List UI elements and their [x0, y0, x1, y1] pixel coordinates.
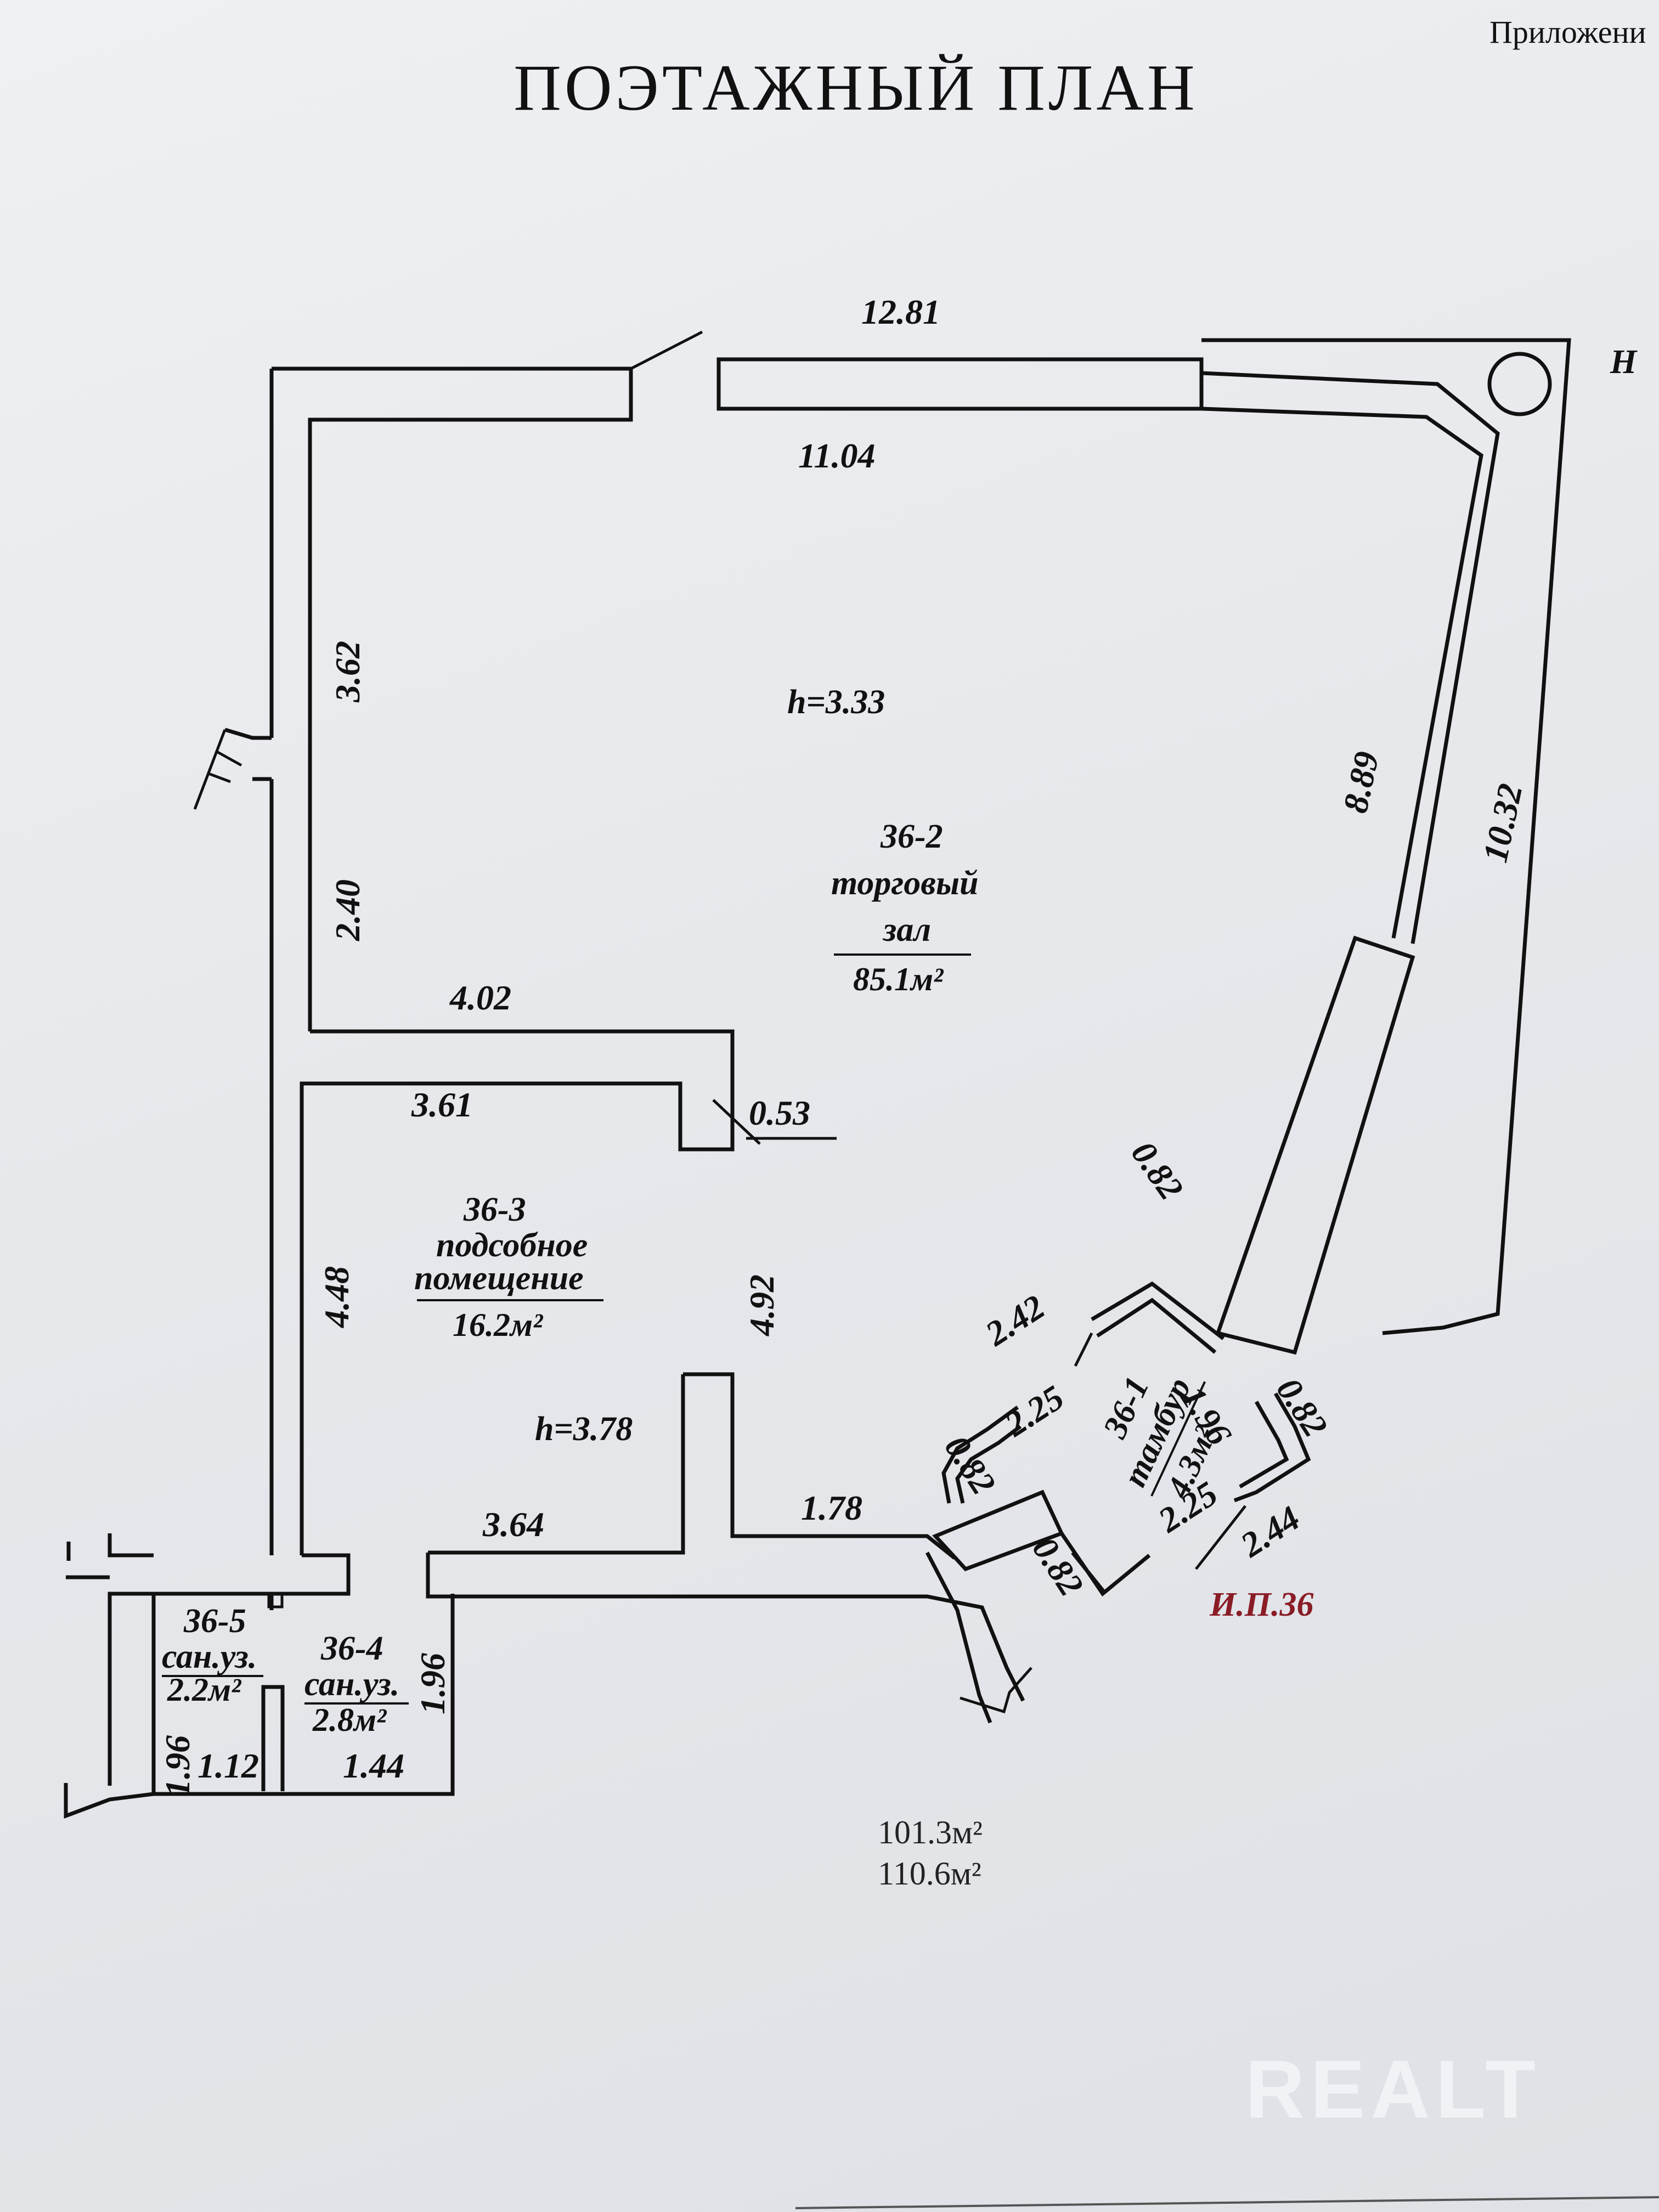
room-36-2-label: h=3.33 36-2 торговый зал 85.1м²: [787, 684, 979, 997]
partition-36-2-36-3: [300, 1029, 735, 1555]
room-36-3-label: 36-3 подсобное помещение 16.2м² h=3.78: [414, 1191, 633, 1448]
bathroom-bottom-wall: [154, 1594, 455, 1796]
dim-1-96-wc4: 1.96: [413, 1653, 452, 1714]
room-36-2-area: 85.1м²: [853, 961, 944, 997]
tambur-right-wall: [1233, 1392, 1311, 1503]
left-stair-lower: [64, 1783, 154, 1819]
right-wall-band: [1201, 407, 1483, 939]
bathroom-vent: [267, 1592, 284, 1609]
column-circle: [1487, 352, 1552, 416]
bottom-door-swing: [960, 1667, 1032, 1714]
bathroom-partition: [261, 1594, 285, 1791]
room-36-4-area: 2.8м²: [312, 1702, 387, 1738]
dim-0-82-bottom: 0.82: [1025, 1530, 1091, 1603]
dim-2-40: 2.40: [328, 879, 367, 941]
dim-4-02: 4.02: [449, 978, 511, 1017]
dim-3-64: 3.64: [482, 1505, 544, 1544]
room-36-4-id: 36-4: [320, 1630, 383, 1667]
dimensions: 12.81 11.04 3.62 2.40 4.02 3.61 0.53 4.4…: [158, 292, 1530, 1797]
room-36-3-pillar: [428, 1374, 685, 1555]
total-area-2: 110.6м²: [878, 1855, 981, 1892]
dim-8-89: 8.89: [1335, 748, 1386, 816]
dim-1-96-wc5: 1.96: [158, 1735, 197, 1797]
top-left-wall: [272, 366, 633, 779]
entrance-door-swing: [630, 330, 703, 370]
room-36-5-area: 2.2м²: [167, 1672, 242, 1708]
left-door-swing: [193, 729, 242, 810]
room-36-3-name-1: подсобное: [436, 1227, 588, 1264]
realt-watermark: REALT: [1245, 2043, 1541, 2135]
bottom-frame-line: [795, 2196, 1659, 2209]
tambur-left-wall: [941, 1406, 1019, 1504]
room-36-1-underline: [1150, 1381, 1206, 1497]
room-36-2-name-2: зал: [882, 911, 931, 949]
dim-4-92: 4.92: [742, 1274, 781, 1336]
room-36-3-id: 36-3: [463, 1191, 526, 1228]
room-36-5-name: сан.уз.: [162, 1638, 257, 1675]
left-door-notch: [224, 727, 272, 781]
room-36-3-lower-wall: [683, 1372, 956, 1560]
room-36-3-area: 16.2м²: [453, 1307, 544, 1343]
dim-0-82-mid: 0.82: [1124, 1134, 1191, 1206]
dim-3-61: 3.61: [411, 1085, 473, 1124]
bottom-wall: [426, 1553, 1025, 1702]
dim-1-12: 1.12: [198, 1746, 259, 1785]
dim-12-81: 12.81: [861, 292, 940, 331]
left-stair-notch: [66, 1533, 154, 1786]
corner-mark: H: [1610, 343, 1638, 381]
tambur-leader-bottom: [1195, 1505, 1246, 1570]
corner-note: Приложени: [1489, 14, 1646, 50]
room-36-5-id: 36-5: [183, 1602, 246, 1640]
dim-1-78: 1.78: [801, 1488, 862, 1527]
dim-0-82-right: 0.82: [1269, 1371, 1335, 1444]
room-36-2-height: h=3.33: [787, 684, 885, 721]
partition-dim-tick: [712, 1099, 761, 1145]
dim-1-44: 1.44: [343, 1746, 404, 1785]
page-title: ПОЭТАЖНЫЙ ПЛАН: [514, 51, 1198, 124]
walls: [64, 330, 1571, 1819]
dim-11-04: 11.04: [798, 436, 875, 475]
dim-0-53: 0.53: [749, 1093, 810, 1132]
dim-10-32: 10.32: [1475, 780, 1530, 866]
room-36-4-name: сан.уз.: [304, 1666, 399, 1703]
tambur-bottom-wall: [1060, 1532, 1151, 1597]
dim-2-42: 2.42: [978, 1287, 1051, 1353]
bottom-wall-outer: [925, 1551, 992, 1724]
dim-3-62: 3.62: [328, 641, 367, 703]
room-36-2-id: 36-2: [880, 818, 943, 855]
entrance-marker-label: И.П.36: [1209, 1586, 1313, 1623]
right-wall-lower: [1215, 935, 1415, 1355]
tambur-top-wall: [1091, 1281, 1225, 1354]
room-36-4-label: 36-4 сан.уз. 2.8м²: [304, 1630, 409, 1738]
right-wall-inner: [1201, 371, 1500, 944]
room-36-5-label: 36-5 сан.уз. 2.2м²: [162, 1602, 263, 1708]
bathroom-top-wall: [151, 1553, 351, 1794]
tambur-left-inner: [955, 1425, 1022, 1504]
right-wall-top: [1201, 338, 1571, 1335]
top-wall: [716, 357, 1204, 411]
tambur-leader-top: [1074, 1332, 1093, 1367]
room-36-2-name-1: торговый: [831, 865, 979, 902]
room-36-3-height: h=3.78: [535, 1410, 633, 1448]
dim-4-48: 4.48: [317, 1266, 356, 1328]
total-area-1: 101.3м²: [878, 1814, 983, 1850]
room-36-3-name-2: помещение: [414, 1260, 584, 1297]
